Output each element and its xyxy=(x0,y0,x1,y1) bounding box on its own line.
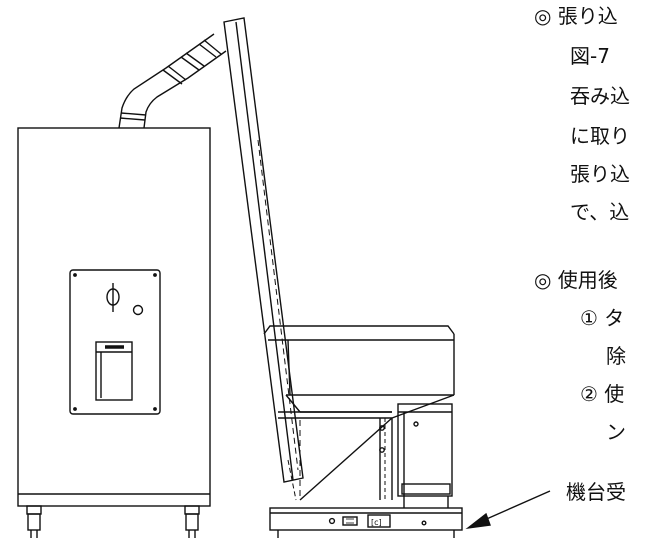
section2-item-1-cont: 除 xyxy=(606,344,626,368)
machine-base: [c] xyxy=(269,507,463,538)
control-panel xyxy=(69,269,161,415)
svg-text:[c]: [c] xyxy=(371,518,382,527)
section1-line-1: 図-7 xyxy=(570,44,610,68)
section1-line-2: 吞み込 xyxy=(570,84,630,108)
left-cabinet xyxy=(17,127,211,538)
hose xyxy=(118,33,227,129)
section1-line-3: に取り xyxy=(570,124,630,148)
section1-line-5: で、込 xyxy=(570,200,630,224)
callout-arrow xyxy=(465,490,551,530)
item-1-text: タ xyxy=(604,306,625,330)
item-2-text: 使 xyxy=(604,382,625,406)
left-caster xyxy=(26,505,42,538)
callout-label: 機台受 xyxy=(566,480,626,504)
hopper xyxy=(263,325,455,419)
item-2-marker: ② xyxy=(580,382,598,406)
lower-frame xyxy=(278,403,453,508)
section2-item-2-cont: ン xyxy=(606,420,626,444)
section2-item-1: ① タ xyxy=(580,306,624,330)
section1-heading: ◎ 張り込 xyxy=(534,4,618,28)
right-caster xyxy=(184,505,200,538)
section2-item-2: ② 使 xyxy=(580,382,624,406)
section1-line-4: 張り込 xyxy=(570,162,630,186)
section2-heading: ◎ 使用後 xyxy=(534,268,618,292)
item-1-marker: ① xyxy=(580,306,598,330)
cabinet-body xyxy=(17,127,211,507)
inclined-column xyxy=(223,17,304,483)
